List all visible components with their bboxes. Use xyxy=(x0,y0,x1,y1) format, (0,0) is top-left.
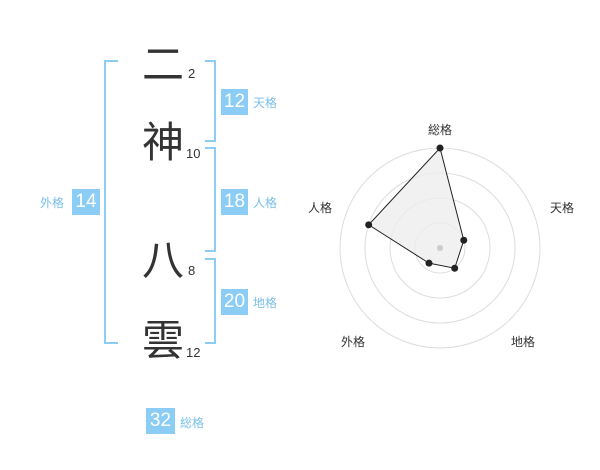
radar-series-polygon xyxy=(367,146,465,269)
stroke-count-3: 8 xyxy=(188,263,196,278)
gaikaku-bracket xyxy=(104,60,118,344)
chikaku-bracket xyxy=(205,258,216,344)
tenkaku-bracket xyxy=(205,60,216,142)
radar-label-tenkaku: 天格 xyxy=(550,201,575,215)
jinkaku-value: 18 xyxy=(221,189,248,215)
tenkaku-value: 12 xyxy=(221,89,248,115)
name-char-4: 雲 xyxy=(141,316,184,365)
radar-point-5 xyxy=(365,221,373,229)
stroke-count-2: 10 xyxy=(186,146,201,161)
stroke-count-1: 2 xyxy=(188,66,196,81)
jinkaku-label: 人格 xyxy=(253,196,278,210)
tenkaku-label: 天格 xyxy=(253,96,278,110)
stroke-count-4: 12 xyxy=(186,345,201,360)
chikaku-label: 地格 xyxy=(253,296,278,310)
radar-point-2 xyxy=(460,236,468,244)
gaikaku-value: 14 xyxy=(72,189,100,215)
radar-point-4 xyxy=(425,259,433,267)
name-char-2: 神 xyxy=(141,118,184,167)
radar-point-1 xyxy=(436,144,444,152)
radar-label-jinkaku: 人格 xyxy=(308,201,333,215)
chikaku-value: 20 xyxy=(221,289,248,315)
jinkaku-bracket xyxy=(205,147,216,252)
name-char-1: 二 xyxy=(141,40,184,89)
soukaku-value: 32 xyxy=(146,408,175,434)
radar-label-chikaku: 地格 xyxy=(511,335,536,349)
gaikaku-label: 外格 xyxy=(40,196,65,210)
radar-label-gaikaku: 外格 xyxy=(341,335,366,349)
radar-center-dot xyxy=(437,245,443,251)
name-char-3: 八 xyxy=(141,236,184,285)
radar-label-soukaku: 総格 xyxy=(428,123,453,137)
radar-point-3 xyxy=(451,264,459,272)
soukaku-label: 総格 xyxy=(180,416,205,430)
